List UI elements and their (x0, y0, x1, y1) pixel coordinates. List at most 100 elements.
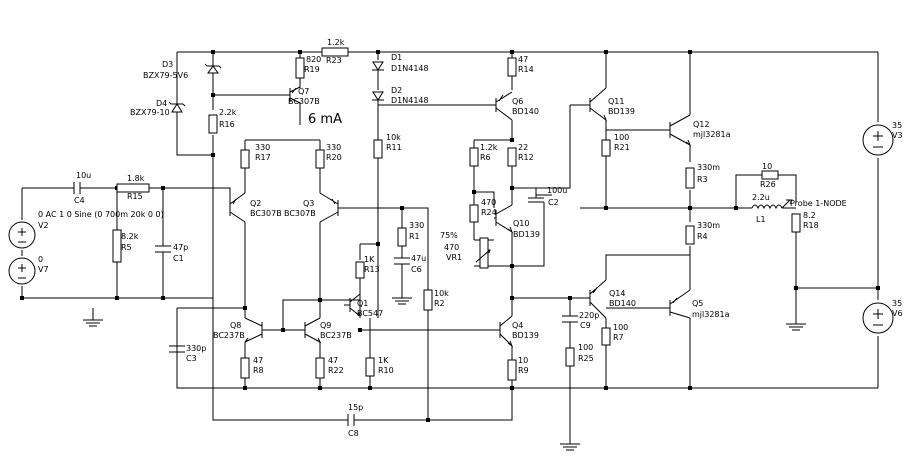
label-V6v: 35 (892, 299, 902, 308)
transistor-Q9 (304, 317, 322, 344)
labels: D3 BZX79-5V6 D4 BZX79-10 2.2k R16 820 R1… (38, 38, 903, 438)
diode-D4 (168, 101, 186, 113)
label-R25: R25 (578, 354, 594, 363)
label-V6: V6 (892, 309, 903, 318)
label-V7v: 0 (38, 255, 43, 264)
label-R8: R8 (253, 366, 264, 375)
transistor-Q14 (589, 279, 607, 319)
label-R3: R3 (697, 175, 708, 184)
label-Q10: Q10 (513, 219, 529, 228)
label-VR1pct: 75% (440, 231, 458, 240)
label-VR1v: 470 (444, 243, 459, 252)
label-R18v: 8.2 (803, 211, 816, 220)
label-Q14t: BD140 (609, 299, 636, 308)
resistor-R19 (295, 57, 305, 79)
label-D4v: BZX79-10 (130, 108, 170, 117)
resistor-R2 (423, 289, 433, 311)
capacitor-C8 (340, 414, 362, 426)
label-R26v: 10 (762, 162, 772, 171)
label-R7: R7 (613, 333, 624, 342)
resistor-R1 (397, 227, 407, 247)
resistor-R23 (321, 47, 349, 57)
transistor-Q3 (319, 192, 339, 223)
label-R9v: 10 (518, 356, 528, 365)
transistor-Q2 (229, 192, 246, 223)
label-C1: C1 (173, 254, 184, 263)
label-R20v: 330 (326, 143, 341, 152)
resistor-R17 (240, 149, 250, 169)
resistor-R26 (761, 170, 779, 180)
label-R6v: 1.2k (480, 143, 498, 152)
label-R5v: 8.2k (121, 232, 139, 241)
label-C1v: 47p (173, 243, 188, 252)
label-R14v: 47 (518, 55, 528, 64)
label-V2: V2 (38, 221, 49, 230)
label-R2: R2 (434, 299, 445, 308)
resistor-R12 (507, 147, 517, 167)
label-R19v: 820 (306, 55, 321, 64)
label-R10: R10 (378, 366, 394, 375)
transistor-Q12 (669, 114, 692, 147)
resistor-R4 (685, 225, 695, 245)
label-Q12t: mjl3281a (693, 130, 731, 139)
transistor-Q6 (495, 91, 513, 121)
label-Q10t: BD139 (513, 230, 540, 239)
label-R17: R17 (255, 153, 271, 162)
label-R13v: 1K (364, 255, 375, 264)
resistor-VR1 (479, 237, 489, 269)
label-Q8t: BC237B (213, 331, 245, 340)
label-D1: D1 (391, 53, 402, 62)
capacitor-C2 (528, 195, 544, 203)
label-R22v: 47 (328, 356, 338, 365)
label-R24: R24 (481, 208, 497, 217)
label-R11: R11 (386, 143, 402, 152)
probe-icon (781, 199, 793, 209)
label-Q7t: BC307B (288, 97, 320, 106)
resistor-R3 (685, 167, 695, 189)
capacitor-C6 (394, 257, 410, 272)
label-D4: D4 (156, 99, 167, 108)
label-V3: V3 (892, 131, 903, 140)
label-Q8: Q8 (230, 321, 241, 330)
label-C8: C8 (348, 429, 359, 438)
label-Q14: Q14 (609, 289, 625, 298)
label-R1: R1 (409, 232, 420, 241)
capacitor-C9 (562, 312, 578, 330)
resistors (112, 47, 801, 381)
capacitor-C1 (155, 244, 171, 262)
label-Q4: Q4 (512, 321, 523, 330)
diodes (168, 52, 384, 155)
transistor-Q7 (289, 86, 301, 104)
resistor-R18 (791, 213, 801, 233)
label-R22: R22 (328, 366, 344, 375)
label-Q9t: BC237B (320, 331, 352, 340)
label-L1v: 2.2u (752, 193, 770, 202)
resistor-R9 (507, 359, 517, 381)
label-Q5: Q5 (692, 299, 703, 308)
label-R12: R12 (518, 153, 534, 162)
resistor-R6 (469, 147, 479, 167)
label-Q11: Q11 (608, 97, 624, 106)
label-probe: Probe 1-NODE (790, 199, 847, 208)
label-C3: C3 (186, 354, 197, 363)
transistors (229, 86, 692, 348)
label-C4: C4 (74, 196, 85, 205)
label-C4v: 10u (76, 171, 91, 180)
label-Q5t: mjl3281a (692, 310, 730, 319)
label-C6: C6 (411, 265, 422, 274)
resistor-R22 (315, 357, 325, 379)
label-Q4t: BD139 (512, 331, 539, 340)
resistor-R5 (112, 229, 122, 263)
diode-D1 (372, 61, 384, 71)
label-R19: R19 (304, 65, 320, 74)
capacitor-C3 (169, 340, 185, 360)
label-D2t: D1N4148 (391, 96, 429, 105)
label-R21: R21 (614, 143, 630, 152)
resistor-R25 (565, 347, 575, 367)
label-Q1: Q1 (357, 299, 368, 308)
label-R16v: 2.2k (219, 108, 237, 117)
label-R11v: 10k (386, 133, 401, 142)
label-R3v: 330m (697, 163, 720, 172)
label-D3v: BZX79-5V6 (143, 71, 188, 80)
